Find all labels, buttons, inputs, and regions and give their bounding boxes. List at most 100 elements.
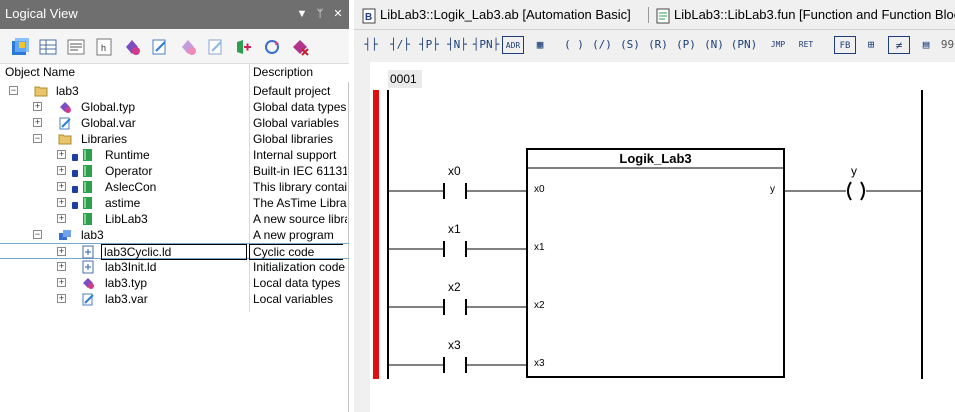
tree-item-lab3-var[interactable]: + lab3.var Local variables [0,291,349,307]
contact-x3[interactable] [388,357,527,373]
calculator-icon[interactable]: ▤ [922,38,930,51]
lock-icon [72,186,78,193]
expand-icon[interactable]: + [57,197,66,207]
expand-icon[interactable]: + [57,165,66,175]
contact-pn-edge-icon[interactable]: ┤PN├ [472,38,500,51]
coil-neg-edge-icon[interactable]: (N) [704,38,724,51]
coil-pos-edge-icon[interactable]: (P) [676,38,696,51]
address-icon[interactable]: ADR [502,36,524,54]
tree-item-global-typ[interactable]: + Global.typ Global data types [0,99,349,115]
expand-icon[interactable]: + [57,261,66,271]
tree-item-description: Local data types [253,276,341,290]
tree-item-asleccon[interactable]: + AslecCon This library contains [0,179,349,195]
tree-item-operator[interactable]: + Operator Built-in IEC 61131 [0,163,349,179]
fb-output-pin: y [770,184,775,195]
contact-no-icon[interactable]: ┤├ [364,38,378,51]
fb-input-pin: x2 [534,300,545,311]
tree-item-label: lab3.typ [105,276,148,290]
collapse-icon[interactable]: − [33,229,42,239]
tree-item-astime[interactable]: + astime The AsTime Library [0,195,349,211]
expand-icon[interactable]: + [57,181,66,191]
contact-x0[interactable] [388,183,527,199]
network-number[interactable]: 0001 [388,70,422,88]
coil-y[interactable] [784,181,922,201]
tree-item-libraries[interactable]: − Libraries Global libraries [0,131,349,147]
collapse-icon[interactable]: − [33,133,42,143]
tree-item-description: Global libraries [253,132,334,146]
compare-icon[interactable]: ≠ [888,36,910,54]
insert-block-icon[interactable]: ⊞ [867,38,875,51]
tree-item-global-var[interactable]: + Global.var Global variables [0,115,349,131]
network-marker [373,90,379,379]
column-header-description[interactable]: Description [253,65,314,79]
contact-x2[interactable] [388,299,527,315]
pin-icon[interactable]: ᛘ [316,8,324,20]
tree-item-lab3init[interactable]: + lab3Init.ld Initialization code [0,259,349,275]
tree-item-description: Global variables [253,116,340,130]
contact-label: x1 [448,222,461,236]
constant-icon[interactable]: 99 [940,38,955,51]
delete-object-icon[interactable] [290,37,310,57]
tree-item-label: astime [105,196,141,210]
library-icon [83,165,92,177]
expand-icon[interactable]: + [57,277,66,287]
tree-item-liblab3[interactable]: + LibLab3 A new source library [0,211,349,227]
expand-icon[interactable]: + [33,117,42,127]
svg-text:h: h [101,43,106,53]
datatype-icon [60,102,71,113]
datatype-new-icon[interactable] [122,37,142,57]
expand-icon[interactable]: + [57,246,66,256]
return-icon[interactable]: RET [798,40,814,49]
function-block-icon[interactable]: FB [834,36,856,54]
contact-neg-edge-icon[interactable]: ┤N├ [447,38,467,51]
column-separator[interactable] [249,64,250,312]
tree-item-lab3-typ[interactable]: + lab3.typ Local data types [0,275,349,291]
jump-icon[interactable]: JMP [770,40,786,49]
expand-icon[interactable]: + [57,213,66,223]
coil-pn-edge-icon[interactable]: (PN) [730,38,758,51]
svg-text:B: B [365,12,372,23]
table-icon[interactable] [38,37,58,57]
expand-icon[interactable]: + [57,149,66,159]
contact-pos-edge-icon[interactable]: ┤P├ [419,38,439,51]
list-view-icon[interactable] [66,37,86,57]
struct-new-icon[interactable] [178,37,198,57]
basic-file-icon: B [362,8,376,24]
function-block-logik-lab3[interactable] [526,148,785,378]
function-block-title: Logik_Lab3 [619,151,692,166]
tree-header: Object Name Description [0,64,349,82]
tree-item-program-lab3[interactable]: − lab3 A new program [0,227,349,243]
tree-item-description: Cyclic code [249,244,343,260]
ladder-file-icon [82,245,94,259]
library-icon [83,149,92,161]
grid-icon[interactable]: ▦ [536,38,544,51]
coil-reset-icon[interactable]: (R) [648,38,668,51]
collapse-icon[interactable]: − [9,85,18,95]
tree-item-label: lab3Cyclic.ld [101,244,247,260]
library-add-icon[interactable] [234,37,254,57]
coil-icon[interactable]: ( ) [564,38,584,51]
coil-set-icon[interactable]: (S) [620,38,640,51]
tab-liblab3-fun[interactable]: LibLab3::LibLab3.fun [Function and Funct… [656,0,955,30]
header-file-icon[interactable]: h [94,37,114,57]
contact-nc-icon[interactable]: ┤/├ [390,38,410,51]
tree-item-description: Global data types [253,100,347,114]
contact-label: x3 [448,338,461,352]
ladder-editor-canvas[interactable]: 0001 [370,62,955,412]
variable-new-icon[interactable] [150,37,170,57]
dropdown-icon[interactable]: ▼ [296,8,308,20]
refresh-link-icon[interactable] [262,37,282,57]
expand-icon[interactable]: + [57,293,66,303]
close-icon[interactable]: ✕ [333,8,343,20]
edit-var-icon[interactable] [206,37,226,57]
contact-x1[interactable] [388,241,527,257]
tab-label: LibLab3::LibLab3.fun [Function and Funct… [674,7,955,22]
coil-negated-icon[interactable]: (/) [592,38,612,51]
column-header-name[interactable]: Object Name [5,65,76,79]
project-cube-icon[interactable] [10,37,30,57]
tree-item-project[interactable]: − lab3 Default project [0,83,349,99]
tree-item-runtime[interactable]: + Runtime Internal support [0,147,349,163]
expand-icon[interactable]: + [33,101,42,111]
tree-item-lab3cyclic[interactable]: + lab3Cyclic.ld Cyclic code [0,243,349,260]
